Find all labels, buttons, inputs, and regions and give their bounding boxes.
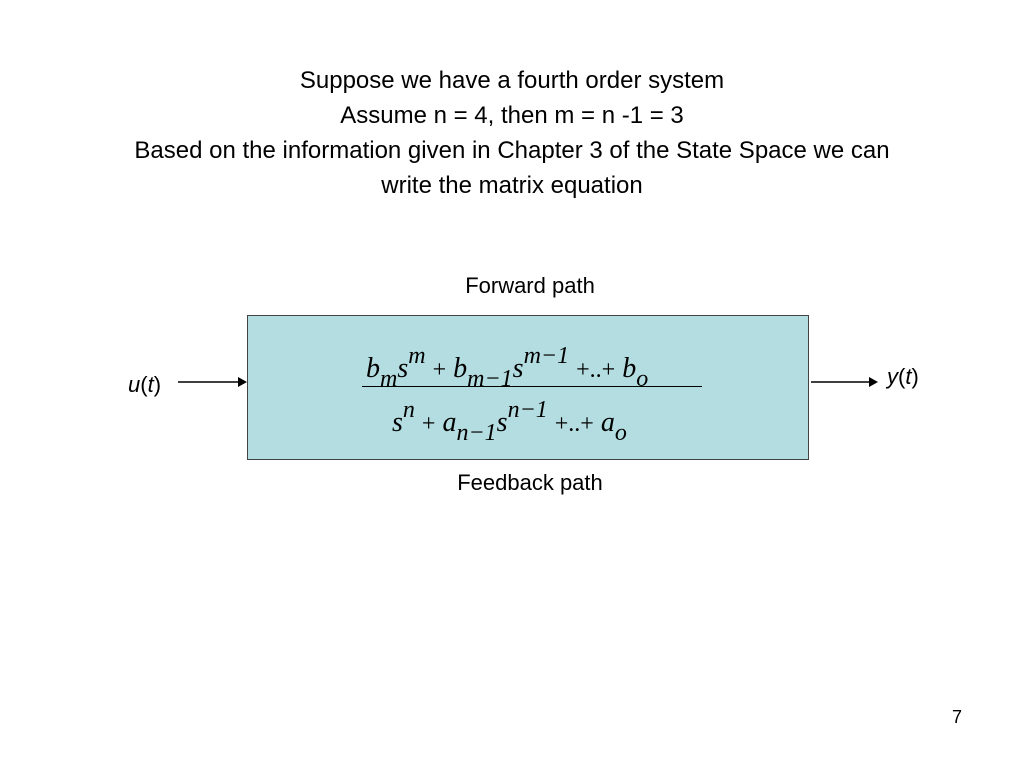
tf-plus: + [421, 411, 436, 437]
feedback-path-label: Feedback path [457, 470, 603, 495]
input-signal-arg: t [147, 372, 154, 397]
tf-subscript: m [380, 366, 398, 392]
tf-subscript: o [614, 420, 627, 446]
tf-ellipsis: +..+ [576, 357, 616, 383]
heading-line: Based on the information given in Chapte… [134, 137, 890, 164]
transfer-function-block [247, 315, 809, 460]
tf-var: s [397, 353, 409, 384]
tf-exponent: n [402, 397, 415, 423]
forward-path-label: Forward path [465, 273, 595, 298]
tf-plus: + [432, 357, 447, 383]
tf-exponent: m [408, 343, 426, 369]
tf-exponent: n−1 [507, 397, 548, 423]
page-number: 7 [951, 707, 962, 727]
transfer-function: bmsm + bm−1sm−1 +..+ bo sn + an−1sn−1 +.… [362, 335, 712, 445]
heading-line: Assume n = 4, then m = n -1 = 3 [340, 102, 684, 129]
tf-subscript: m−1 [467, 366, 513, 392]
heading-line: write the matrix equation [381, 172, 643, 199]
input-signal-label: u(t) [128, 372, 162, 397]
tf-ellipsis: +..+ [554, 411, 594, 437]
tf-var: s [392, 407, 403, 438]
tf-coef: b [366, 353, 380, 384]
output-arrow [811, 377, 878, 387]
output-signal-name: y [887, 364, 898, 389]
tf-var: s [512, 353, 524, 384]
tf-subscript: o [636, 366, 649, 392]
tf-var: s [496, 407, 508, 438]
tf-subscript: n−1 [456, 420, 497, 446]
output-signal-label: y(t) [887, 364, 919, 389]
tf-coef: a [442, 407, 457, 438]
tf-exponent: m−1 [523, 343, 570, 369]
input-signal-name: u [128, 372, 141, 397]
tf-denominator: sn + an−1sn−1 +..+ ao [392, 398, 627, 445]
tf-coef: a [600, 407, 615, 438]
input-arrow [178, 377, 247, 387]
fraction-bar [362, 386, 702, 387]
output-signal-arg: t [905, 364, 912, 389]
heading-line: Suppose we have a fourth order system [299, 67, 725, 94]
tf-coef: b [622, 353, 637, 384]
tf-numerator: bmsm + bm−1sm−1 +..+ bo [366, 344, 648, 391]
tf-coef: b [453, 353, 468, 384]
slide-heading: Suppose we have a fourth order system As… [0, 63, 1024, 203]
